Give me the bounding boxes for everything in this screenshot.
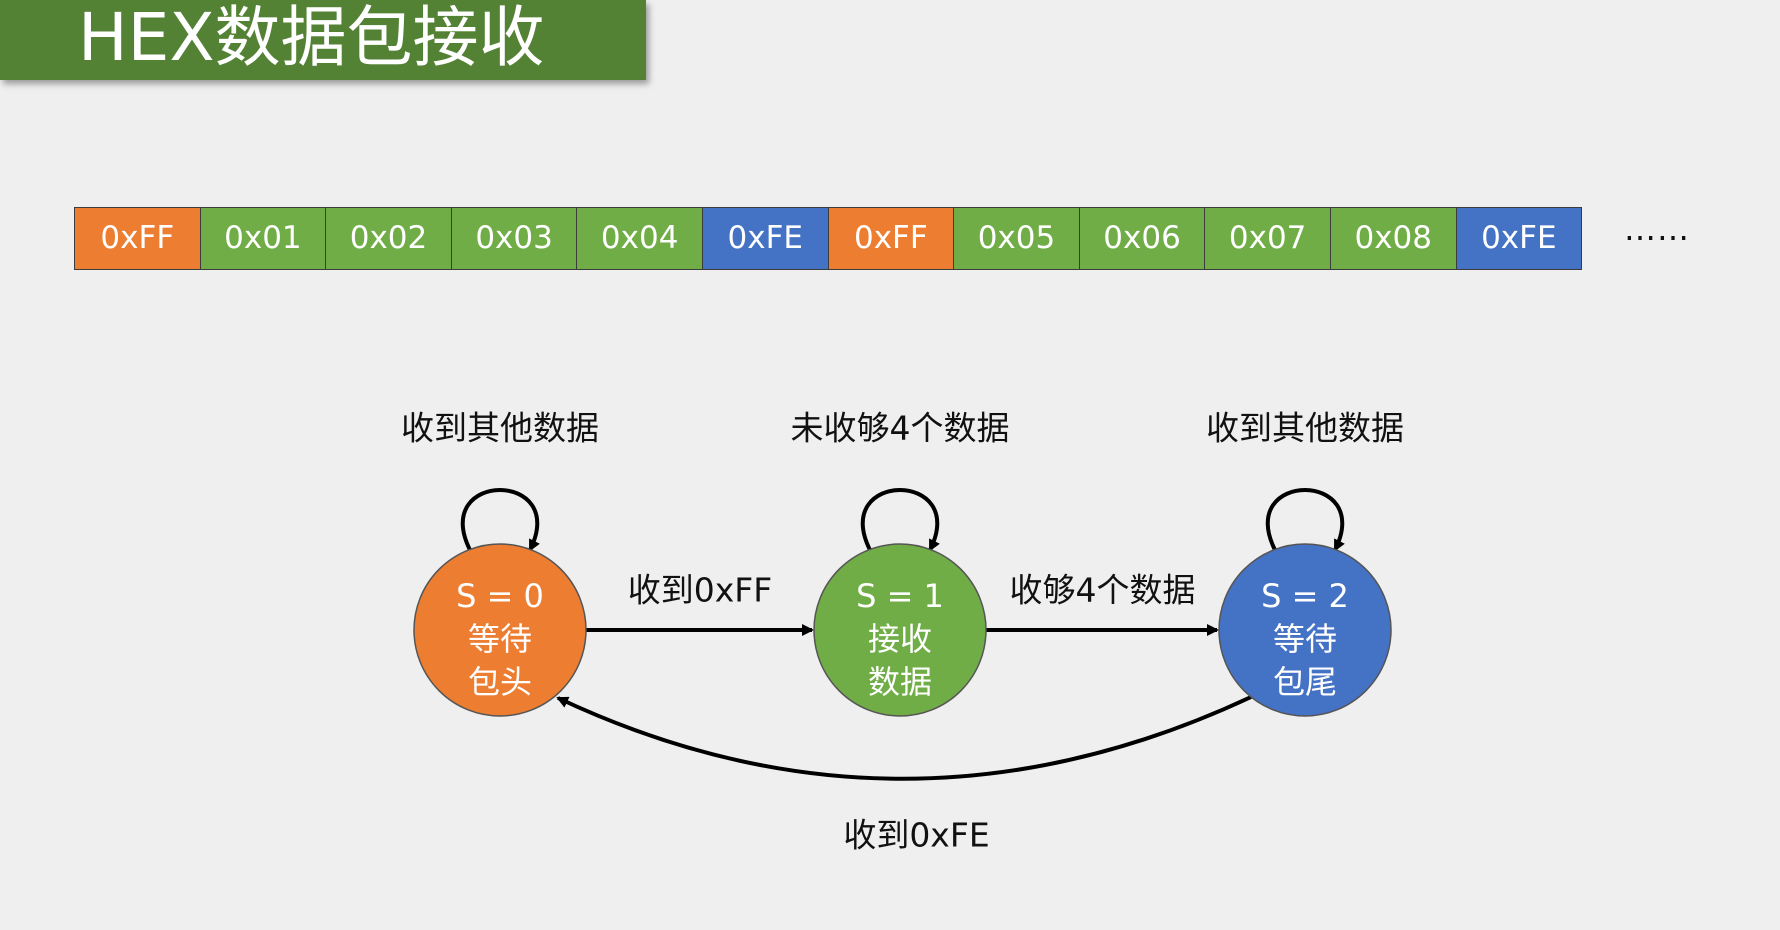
packet-byte-data: 0x01: [199, 207, 327, 270]
packet-ellipsis: ……: [1624, 210, 1690, 248]
state-s1-label: S = 1: [856, 577, 944, 615]
packet-byte-data: 0x07: [1204, 207, 1331, 270]
packet-byte-header: 0xFF: [827, 207, 955, 270]
state-s2-circle: [1218, 543, 1392, 717]
title-bar: HEX数据包接收: [0, 0, 646, 80]
packet-byte-data: 0x05: [953, 207, 1080, 270]
transition-label-s0-s1: 收到0xFF: [628, 571, 773, 610]
page-title: HEX数据包接收: [78, 0, 545, 76]
self-loop-label-s1: 未收够4个数据: [791, 409, 1010, 448]
self-loop-label-s2: 收到其他数据: [1206, 409, 1404, 448]
self-loop-s2: [1265, 488, 1345, 552]
state-s1-label: 数据: [868, 663, 932, 701]
state-s0-label: 包头: [468, 663, 532, 701]
packet-byte-data: 0x02: [325, 207, 452, 270]
packet-byte-data: 0x08: [1329, 207, 1457, 270]
transition-s2-s0: [556, 695, 1252, 781]
self-loop-label-s0: 收到其他数据: [401, 409, 599, 448]
packet-byte-header: 0xFF: [74, 207, 201, 270]
transition-label-s2-s0: 收到0xFE: [843, 816, 989, 855]
state-s1-label: 接收: [868, 620, 932, 658]
state-s0-circle: [413, 543, 587, 717]
transition-label-s1-s2: 收够4个数据: [1010, 571, 1196, 610]
state-s1-circle: [813, 543, 987, 717]
state-s2-label: 包尾: [1273, 663, 1337, 701]
state-s2-label: S = 2: [1261, 577, 1349, 615]
self-loop-s1: [860, 488, 940, 552]
packet-byte-data: 0x03: [450, 207, 578, 270]
state-s2-label: 等待: [1273, 620, 1337, 658]
state-s0-label: 等待: [468, 620, 532, 658]
state-s0-label: S = 0: [456, 577, 544, 615]
packet-byte-tail: 0xFE: [1455, 207, 1583, 270]
packet-byte-tail: 0xFE: [701, 207, 829, 270]
self-loop-s0: [460, 488, 540, 552]
